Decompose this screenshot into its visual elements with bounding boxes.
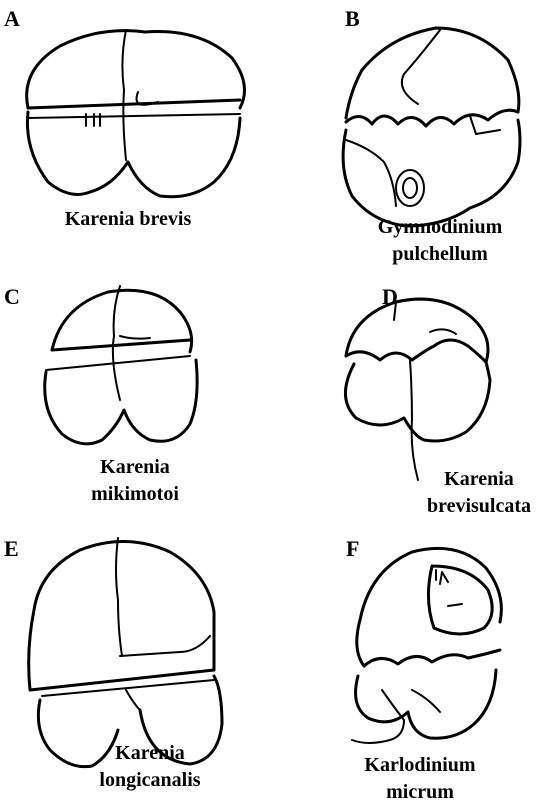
caption-f: Karlodinium micrum bbox=[340, 752, 500, 806]
caption-f-line-1: Karlodinium bbox=[340, 752, 500, 779]
caption-b: Gymnodinium pulchellum bbox=[340, 214, 540, 268]
caption-c-line-2: mikimotoi bbox=[60, 481, 210, 508]
caption-a: Karenia brevis bbox=[28, 206, 228, 233]
caption-d-line-2: brevisulcata bbox=[404, 493, 553, 520]
caption-a-line-1: Karenia brevis bbox=[28, 206, 228, 233]
caption-d-line-1: Karenia bbox=[404, 466, 553, 493]
caption-f-line-2: micrum bbox=[340, 779, 500, 806]
caption-c: Karenia mikimotoi bbox=[60, 454, 210, 508]
caption-d: Karenia brevisulcata bbox=[404, 466, 553, 520]
caption-e-line-2: longicanalis bbox=[80, 767, 220, 794]
caption-e: Karenia longicanalis bbox=[80, 740, 220, 794]
caption-e-line-1: Karenia bbox=[80, 740, 220, 767]
caption-b-line-1: Gymnodinium bbox=[340, 214, 540, 241]
caption-b-line-2: pulchellum bbox=[340, 241, 540, 268]
caption-c-line-1: Karenia bbox=[60, 454, 210, 481]
